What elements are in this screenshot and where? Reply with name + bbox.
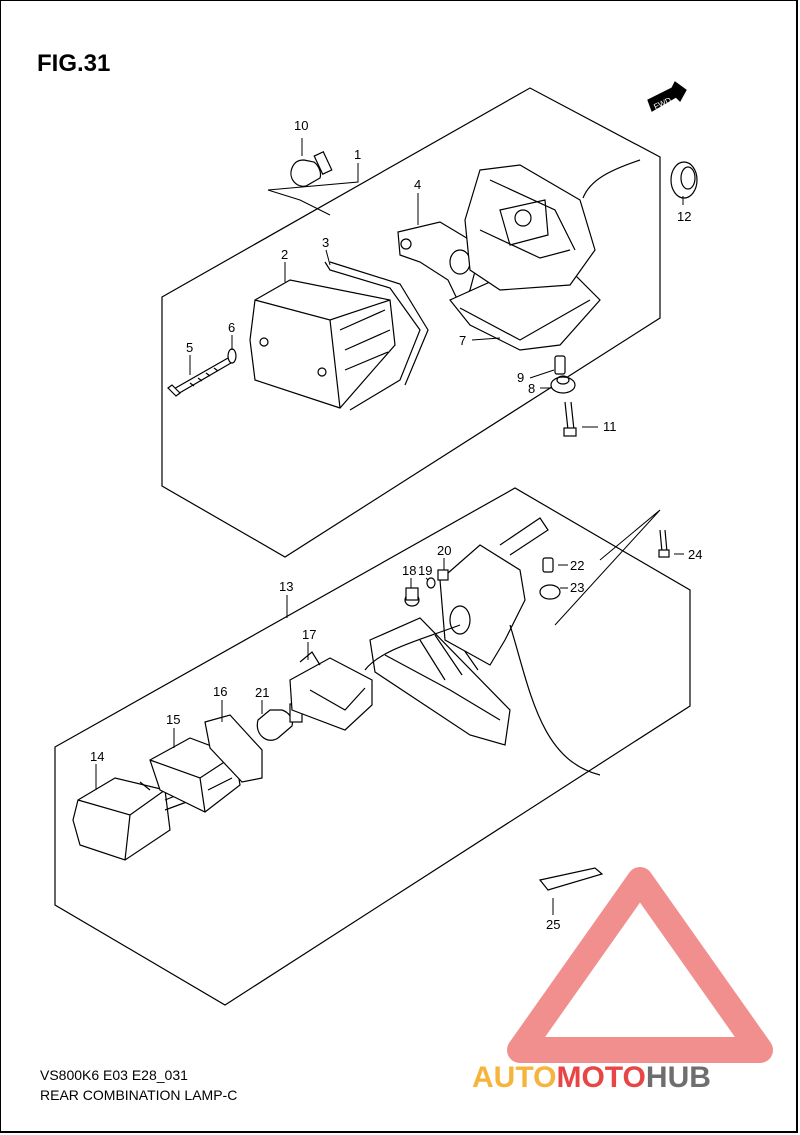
gasket-3-icon — [324, 261, 429, 411]
license-bracket-icon — [364, 517, 601, 776]
callout-21: 21 — [255, 685, 269, 700]
watermark-brand-part3: HUB — [646, 1061, 711, 1094]
callout-10: 10 — [294, 118, 308, 133]
assembly-13-boundary — [54, 487, 691, 1006]
bulb-10-icon — [290, 151, 333, 187]
callout-17: 17 — [302, 627, 316, 642]
callout-6: 6 — [228, 320, 235, 335]
footer-code: VS800K6 E03 E28_031 — [40, 1067, 188, 1083]
nut-20-icon — [437, 569, 449, 581]
callout-4: 4 — [414, 177, 421, 192]
assembly-1-boundary — [161, 87, 661, 558]
callout-11: 11 — [603, 419, 617, 434]
lens-2-icon — [249, 279, 396, 409]
callout-18: 18 — [402, 563, 416, 578]
grommet-12-icon — [670, 161, 698, 199]
callout-labels: 1 2 3 4 5 6 7 8 9 10 11 12 13 14 15 16 1… — [90, 118, 702, 932]
callout-19: 19 — [418, 563, 432, 578]
grommet-23-icon — [539, 584, 561, 600]
callout-16: 16 — [213, 684, 227, 699]
callout-5: 5 — [186, 340, 193, 355]
callout-1: 1 — [354, 147, 361, 162]
collar-18-icon — [404, 587, 420, 607]
watermark-brand: AUTOMOTOHUB — [472, 1061, 711, 1094]
bolt-11-icon — [563, 401, 577, 437]
callout-8: 8 — [528, 381, 535, 396]
callout-24: 24 — [688, 547, 702, 562]
grommet-8-icon — [550, 375, 576, 394]
watermark-brand-part1: AUTO — [472, 1061, 556, 1094]
watermark-brand-part2: MOTO — [556, 1061, 645, 1094]
callout-15: 15 — [166, 712, 180, 727]
gasket-16-icon — [204, 714, 263, 783]
clamp-25-icon — [538, 867, 604, 891]
screw-5-icon — [167, 357, 232, 397]
callout-2: 2 — [281, 247, 288, 262]
watermark-logo — [507, 867, 773, 1063]
callout-25: 25 — [546, 917, 560, 932]
bolt-24-icon — [658, 529, 670, 558]
collar-22-icon — [542, 557, 554, 573]
fwd-arrow-icon — [647, 81, 687, 112]
callout-13: 13 — [279, 579, 293, 594]
callout-14: 14 — [90, 749, 104, 764]
housing-7-icon — [449, 159, 641, 351]
callout-12: 12 — [677, 209, 691, 224]
callout-22: 22 — [570, 558, 584, 573]
callout-3: 3 — [322, 235, 329, 250]
washer-6-icon — [227, 348, 237, 364]
socket-17-icon — [289, 651, 373, 731]
collar-9-icon — [554, 355, 566, 375]
callout-7: 7 — [459, 333, 466, 348]
washer-19-icon — [426, 577, 436, 589]
callout-9: 9 — [517, 370, 524, 385]
callout-23: 23 — [570, 580, 584, 595]
leader-lines — [95, 138, 684, 915]
footer-name: REAR COMBINATION LAMP-C — [40, 1087, 238, 1103]
figure-title: FIG.31 — [37, 50, 111, 77]
callout-20: 20 — [437, 543, 451, 558]
